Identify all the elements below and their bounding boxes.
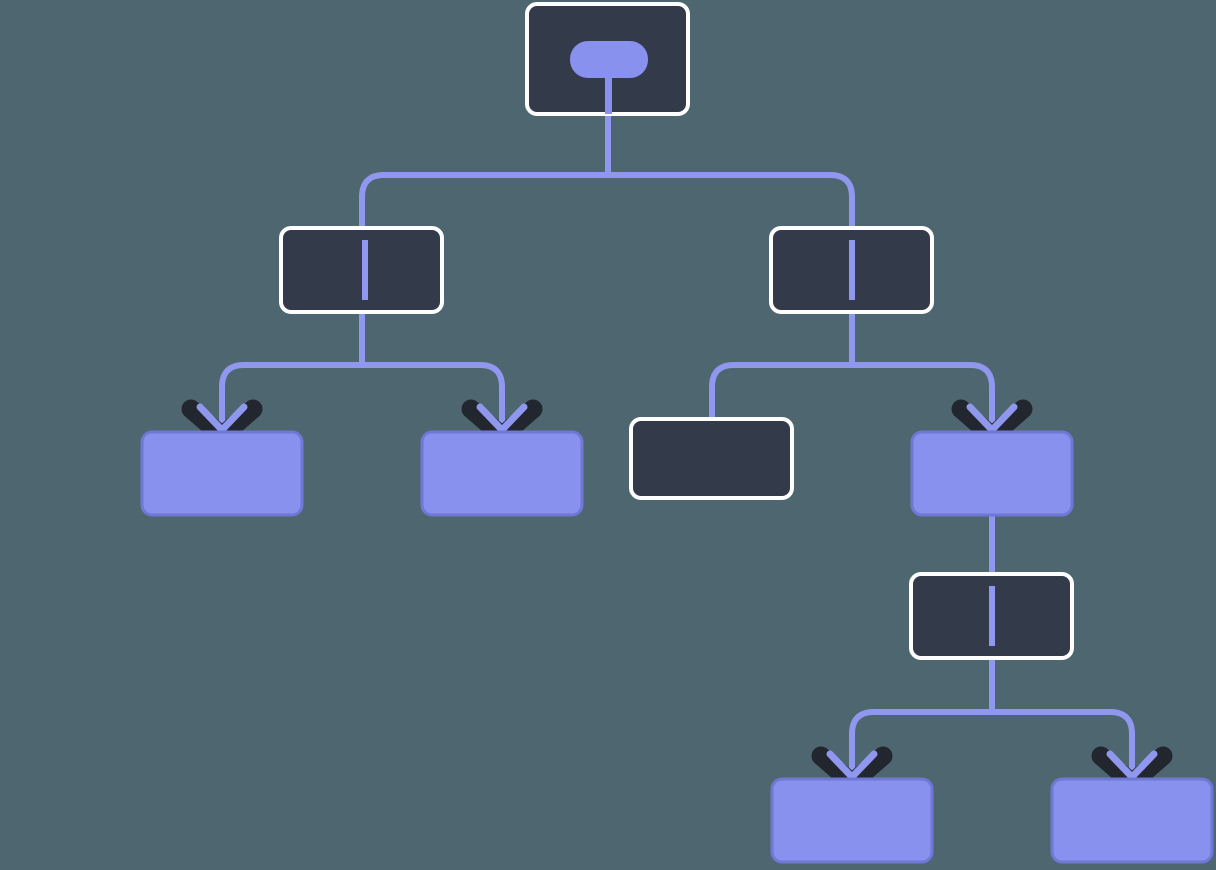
edge-n0-n2[interactable] — [605, 114, 855, 228]
node-n9[interactable] — [1050, 777, 1214, 864]
node-inner-edge-segment — [989, 586, 995, 646]
edge-layer — [219, 114, 1135, 779]
node-layer — [140, 2, 1214, 864]
arrowhead-inner — [826, 750, 878, 781]
node-n7[interactable] — [909, 572, 1074, 660]
node-n3[interactable] — [140, 430, 304, 517]
node-box-dark[interactable] — [629, 417, 794, 500]
node-n5[interactable] — [629, 417, 794, 500]
edge-n2-n6[interactable] — [849, 312, 995, 432]
node-box-dark[interactable] — [279, 226, 444, 314]
node-box-purple[interactable] — [770, 777, 934, 864]
node-inner-edge-segment — [849, 240, 855, 300]
node-n6[interactable] — [910, 430, 1074, 517]
arrowhead-inner — [196, 403, 248, 434]
edge-n7-n8[interactable] — [849, 658, 995, 779]
edge-n7-n9[interactable] — [989, 658, 1135, 779]
edge-n2-n5[interactable] — [709, 312, 855, 419]
node-box-purple[interactable] — [910, 430, 1074, 517]
collapsed-pill-indicator[interactable] — [570, 41, 648, 78]
node-box-purple[interactable] — [140, 430, 304, 517]
edge-n0-n1[interactable] — [359, 114, 611, 228]
node-n8[interactable] — [770, 777, 934, 864]
node-n0[interactable] — [525, 2, 690, 116]
pill-stem — [605, 66, 612, 114]
edge-n1-n4[interactable] — [359, 312, 505, 432]
edge-n1-n3[interactable] — [219, 312, 365, 432]
node-box-purple[interactable] — [420, 430, 584, 517]
node-n2[interactable] — [769, 226, 934, 314]
node-box-purple[interactable] — [1050, 777, 1214, 864]
arrowhead-inner — [1106, 750, 1158, 781]
node-n1[interactable] — [279, 226, 444, 314]
arrowhead-inner — [476, 403, 528, 434]
arrowhead-inner — [966, 403, 1018, 434]
node-inner-edge-segment — [362, 240, 368, 300]
node-n4[interactable] — [420, 430, 584, 517]
